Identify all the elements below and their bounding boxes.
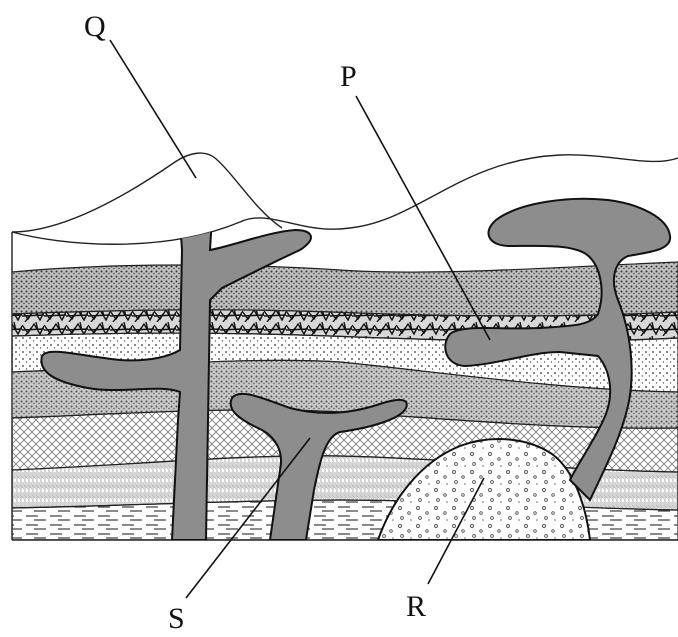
leader-q bbox=[110, 40, 196, 178]
volcano-cone-outline bbox=[12, 153, 282, 232]
label-p: P bbox=[340, 60, 357, 93]
layer-dense-sandstone bbox=[12, 262, 678, 316]
label-s: S bbox=[168, 602, 185, 635]
label-q: Q bbox=[84, 10, 106, 43]
label-r: R bbox=[406, 590, 426, 623]
